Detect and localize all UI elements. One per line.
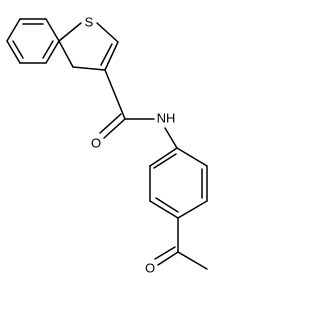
bond-c7-c6 — [6, 18, 21, 42]
bond-c4-c3a-double — [42, 40, 54, 59]
bond-acetyl-methyl — [177, 251, 208, 270]
bond-acetyl-o — [157, 251, 179, 266]
bond-acetyl-o-double — [154, 246, 176, 260]
ketone-oxygen-label: O — [145, 260, 155, 275]
bond-s-c2 — [96, 22, 119, 43]
molecule-structure: S O NH O — [6, 14, 208, 275]
sulfur-atom-label: S — [85, 14, 94, 29]
bond-c3-carbonyl — [104, 69, 126, 120]
structure-canvas: S O NH O — [6, 14, 208, 275]
bond-c7a-s — [58, 22, 82, 42]
bond-c3-c4prime — [149, 200, 179, 219]
bond-carbonyl-o-double — [99, 113, 122, 134]
bond-c2-c3-double — [100, 43, 113, 66]
amide-oxygen-label: O — [91, 135, 101, 150]
bond-n-c1prime — [164, 127, 178, 149]
bond-c3-c3a — [72, 66, 106, 71]
bond-c3a-c4 — [58, 40, 74, 68]
bond-c4-c5prime — [177, 200, 208, 219]
bond-carbonyl-o — [103, 118, 126, 139]
amide-nitrogen-label: NH — [157, 110, 176, 125]
bond-c1-c2prime-double — [153, 153, 177, 169]
bond-c6-c1prime — [176, 147, 208, 167]
bond-c4-c3a — [45, 40, 60, 64]
bond-c3a-c7a — [45, 18, 60, 42]
bond-c6-c5-double — [12, 40, 24, 59]
bond-c6-c5 — [6, 40, 21, 64]
bond-c2-c3 — [104, 41, 119, 71]
bond-c1-c2prime — [149, 147, 178, 167]
bond-c3-c4prime-double — [155, 197, 179, 213]
